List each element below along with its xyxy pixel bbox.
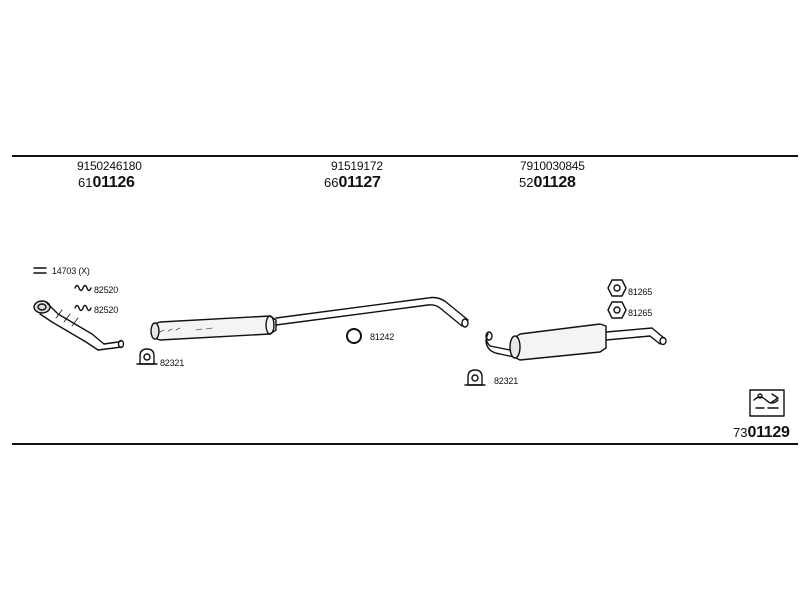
set-code-prefix: 73	[733, 425, 748, 440]
hanger-icon	[607, 301, 627, 319]
part-code-main: 01128	[533, 174, 576, 191]
gasket-label: 14703 (X)	[52, 266, 90, 276]
gasket-icon	[33, 267, 47, 274]
clamp-icon	[136, 348, 158, 365]
set-code-main: 01129	[747, 424, 790, 441]
ring-icon	[346, 328, 362, 344]
rear-muffler	[485, 323, 667, 361]
hanger-label: 81265	[628, 287, 653, 297]
spring-label: 82520	[94, 285, 119, 295]
part-code-main: 01126	[92, 174, 135, 191]
front-pipe	[33, 300, 125, 351]
part-code-middle: 6601127	[324, 174, 381, 192]
intermediate-pipe	[275, 296, 469, 328]
bottom-divider	[12, 443, 798, 445]
part-number-rear: 7910030845	[520, 159, 585, 173]
part-code-rear: 5201128	[519, 174, 576, 192]
spring-label: 82520	[94, 305, 119, 315]
part-code-prefix: 52	[519, 175, 534, 190]
center-muffler	[150, 315, 277, 341]
part-code-prefix: 61	[78, 175, 93, 190]
ring-label: 81242	[370, 332, 395, 342]
set-code: 7301129	[733, 424, 790, 442]
top-divider	[12, 155, 798, 157]
clamp-label: 82321	[494, 376, 519, 386]
clamp-label: 82321	[160, 358, 185, 368]
part-code-front: 6101126	[78, 174, 135, 192]
kit-set-icon	[749, 389, 785, 417]
part-code-main: 01127	[338, 174, 381, 191]
part-code-prefix: 66	[324, 175, 339, 190]
part-number-front: 9150246180	[77, 159, 142, 173]
hanger-icon	[607, 279, 627, 297]
clamp-icon	[464, 369, 486, 386]
hanger-label: 81265	[628, 308, 653, 318]
part-number-middle: 91519172	[331, 159, 383, 173]
spring-icon	[74, 304, 92, 312]
spring-icon	[74, 284, 92, 292]
